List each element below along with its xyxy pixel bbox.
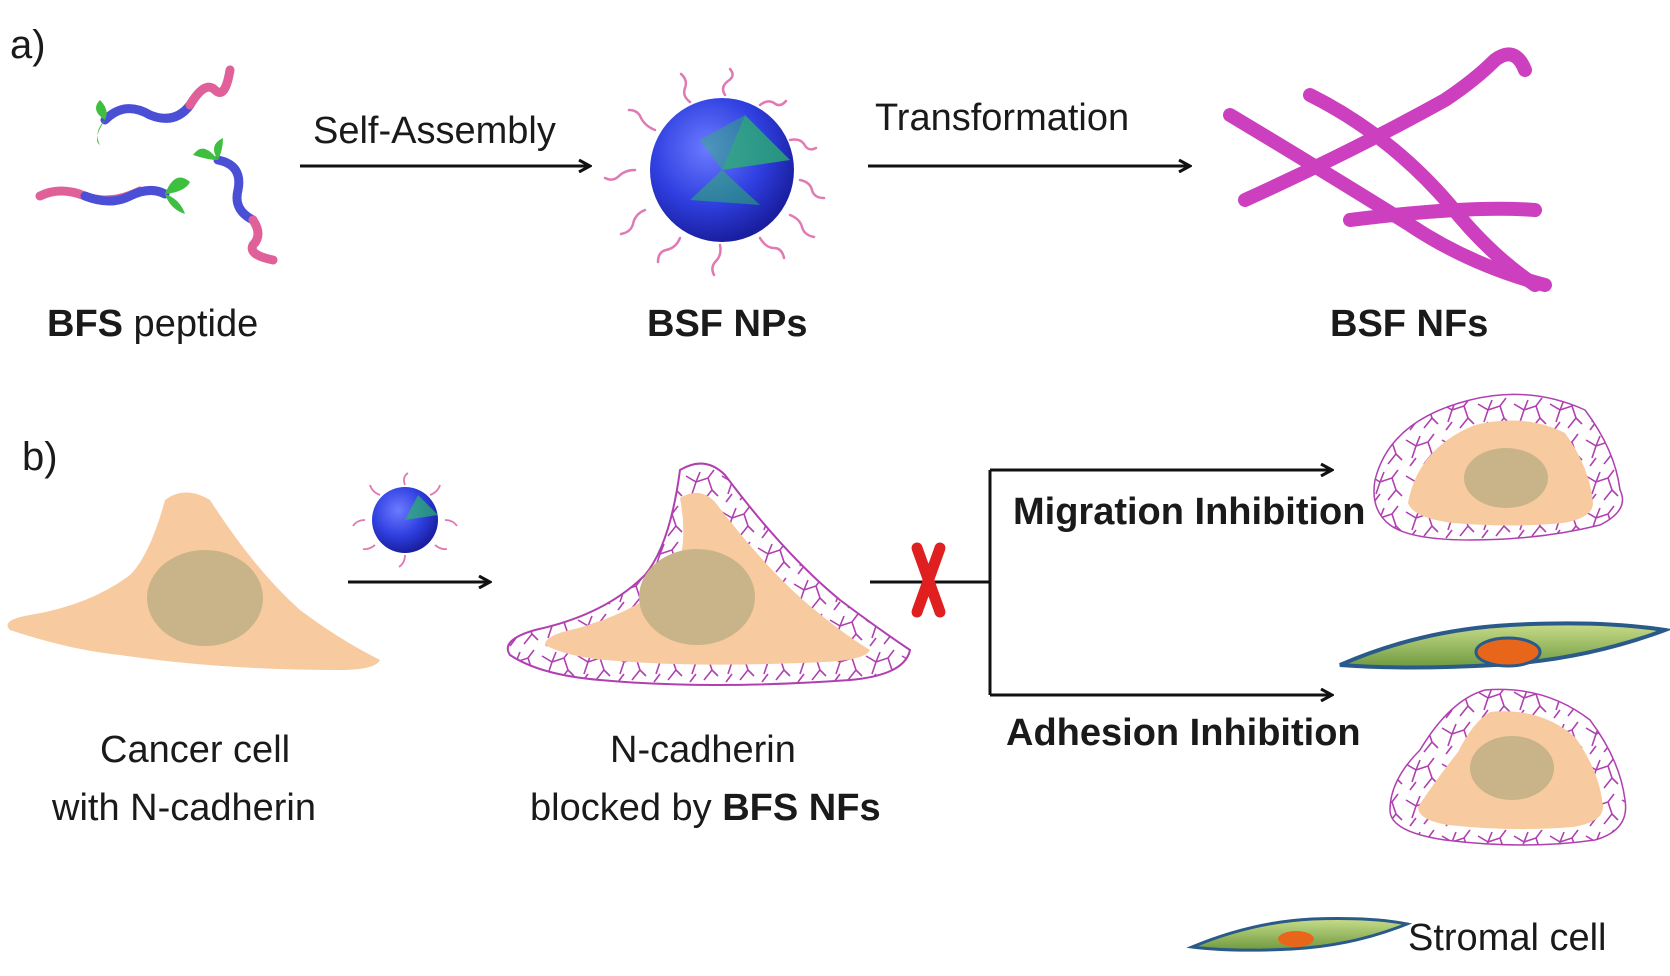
bsf-nanoparticle-icon [603, 67, 826, 277]
cancer-cell-label-line2: with N-cadherin [51, 787, 316, 829]
adhesion-inhibition-label: Adhesion Inhibition [1006, 712, 1361, 754]
legend-stromal-cell-icon [1186, 917, 1413, 952]
blocked-cell-nucleus [639, 549, 755, 645]
bsf-nanofibers-icon [1223, 47, 1552, 292]
blocked-label-line2: blocked by BFS NFs [530, 787, 881, 829]
transformation-label: Transformation [875, 97, 1129, 139]
peptide-label-bold: BFS [47, 303, 123, 345]
migration-result-cell-icon [1373, 393, 1624, 541]
cancer-cell-label-line1: Cancer cell [100, 729, 290, 771]
blocked-cell-icon [506, 462, 912, 686]
self-assembly-label: Self-Assembly [313, 110, 556, 152]
migration-inhibition-label: Migration Inhibition [1013, 491, 1365, 533]
legend-stromal-cell-label: Stromal cell [1408, 917, 1607, 959]
adhesion-result-cell-icon [1389, 688, 1627, 846]
inhibition-connector [870, 470, 1332, 695]
block-x-icon [911, 542, 946, 618]
peptide-label-rest: peptide [123, 303, 258, 345]
panel-a-label: a) [10, 23, 46, 67]
stromal-cell-icon [1339, 621, 1670, 670]
peptide-label: BFS peptide [47, 303, 258, 345]
blocked-label-line1: N-cadherin [610, 729, 796, 771]
cancer-cell-nucleus [147, 550, 263, 646]
blocked-label-line2-rest: blocked by [530, 787, 722, 829]
blocked-label-line2-bold: BFS NFs [722, 787, 880, 829]
bfs-peptide-icon [35, 65, 278, 265]
small-nanoparticle-icon [352, 472, 458, 568]
panel-b-label: b) [22, 435, 58, 479]
cancer-cell-icon [7, 492, 380, 670]
nanoparticle-label: BSF NPs [647, 303, 807, 345]
nanofiber-label: BSF NFs [1330, 303, 1488, 345]
